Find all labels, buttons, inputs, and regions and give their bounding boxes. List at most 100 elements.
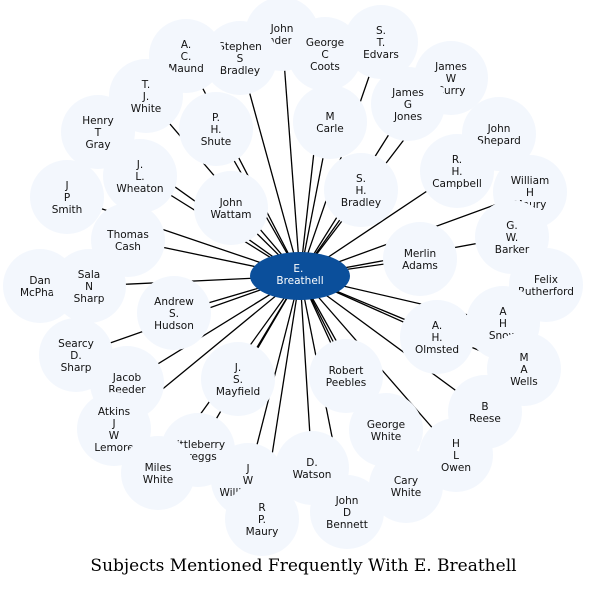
person-node-label-line: H	[526, 187, 534, 199]
person-node-label-line: William	[511, 175, 549, 187]
person-node-label-line: Peebles	[326, 377, 366, 389]
person-node-label-line: Reese	[469, 413, 501, 425]
person-node-label-line: L	[453, 450, 459, 462]
person-node-label-line: H	[499, 318, 507, 330]
person-node-label-line: J.	[142, 91, 149, 103]
person-node-label-line: C	[321, 49, 328, 61]
edge	[299, 275, 486, 413]
person-node-label-line: Adams	[402, 260, 438, 272]
person-node[interactable]: S.T.Edvars	[344, 5, 418, 79]
person-node[interactable]: P.H.Shute	[179, 92, 253, 166]
person-node-label-line: Barker	[495, 244, 530, 256]
person-node-label-line: John	[270, 23, 294, 35]
person-node-bubble	[383, 222, 457, 296]
person-node-bubble	[288, 17, 362, 91]
person-node-bubble	[344, 5, 418, 79]
person-node-label-line: D.	[306, 457, 317, 469]
person-node-label-line: W	[243, 475, 254, 487]
person-node-label-line: B	[481, 401, 488, 413]
person-node[interactable]: J.S.Mayfield	[201, 342, 275, 416]
person-node-label-line: Shute	[201, 136, 232, 148]
person-node-label: P.H.Shute	[201, 112, 232, 148]
person-node-label-line: Sharp	[61, 362, 92, 374]
person-node-label: J.S.Mayfield	[216, 362, 260, 398]
person-node-label-line: Cary	[394, 475, 418, 487]
person-node-bubble	[349, 393, 423, 467]
edge	[281, 33, 301, 277]
person-node-label-line: Jacob	[112, 372, 142, 384]
person-node-label-line: Sharp	[74, 293, 105, 305]
person-node-label-line: S.	[376, 25, 386, 37]
center-node[interactable]: E. Breathell	[250, 252, 350, 300]
person-node-label-line: Olmsted	[415, 344, 459, 356]
person-node-label-line: C.	[181, 51, 192, 63]
person-node-label: J.L.Wheaton	[116, 159, 163, 195]
person-node-label-line: D	[343, 507, 351, 519]
person-node-label-line: Dan	[29, 275, 50, 287]
person-node-label-line: White	[371, 431, 402, 443]
edge	[239, 57, 301, 277]
person-node-label-line: W	[109, 430, 120, 442]
person-node-label-line: T.	[376, 37, 386, 49]
person-node-label-line: Wells	[510, 376, 538, 388]
person-node-label-line: A	[499, 306, 507, 318]
person-node-label-line: Bennett	[326, 519, 368, 531]
person-node-label-line: Sala	[78, 269, 100, 281]
person-node-label-line: H.	[451, 166, 462, 178]
person-node-label-line: J.	[234, 362, 241, 374]
person-node[interactable]: R.H.Campbell	[420, 134, 494, 208]
person-node-bubble	[103, 139, 177, 213]
center-node-label: E. Breathell	[276, 263, 323, 287]
person-node[interactable]: A.H.Olmsted	[400, 300, 474, 374]
edge	[299, 41, 382, 277]
person-node-label-line: Carle	[316, 123, 343, 135]
person-node-label-line: T	[94, 127, 102, 139]
person-node-bubble	[137, 276, 211, 350]
person-node-label-line: Mayfield	[216, 386, 260, 398]
person-node-bubble	[201, 342, 275, 416]
person-node-label-line: G.	[506, 220, 517, 232]
person-node-label-line: White	[143, 474, 174, 486]
person-node-label-line: M	[519, 352, 528, 364]
person-node-label-line: Wattam	[210, 209, 251, 221]
person-node-label-line: White	[391, 487, 422, 499]
person-node-label-line: W	[446, 73, 457, 85]
person-node-label-line: Miles	[145, 462, 172, 474]
edge	[185, 55, 301, 277]
person-node-label-line: John	[335, 495, 359, 507]
person-node-label-line: P	[64, 192, 70, 204]
person-node-label-line: Wheaton	[116, 183, 163, 195]
person-node[interactable]: J.L.Wheaton	[103, 139, 177, 213]
person-node[interactable]: S.H.Bradley	[324, 153, 398, 227]
person-node-label-line: McPhail	[20, 287, 60, 299]
person-node-label-line: Searcy	[58, 338, 94, 350]
person-node-label-line: Felix	[534, 274, 558, 286]
person-node-label-line: Robert	[329, 365, 364, 377]
